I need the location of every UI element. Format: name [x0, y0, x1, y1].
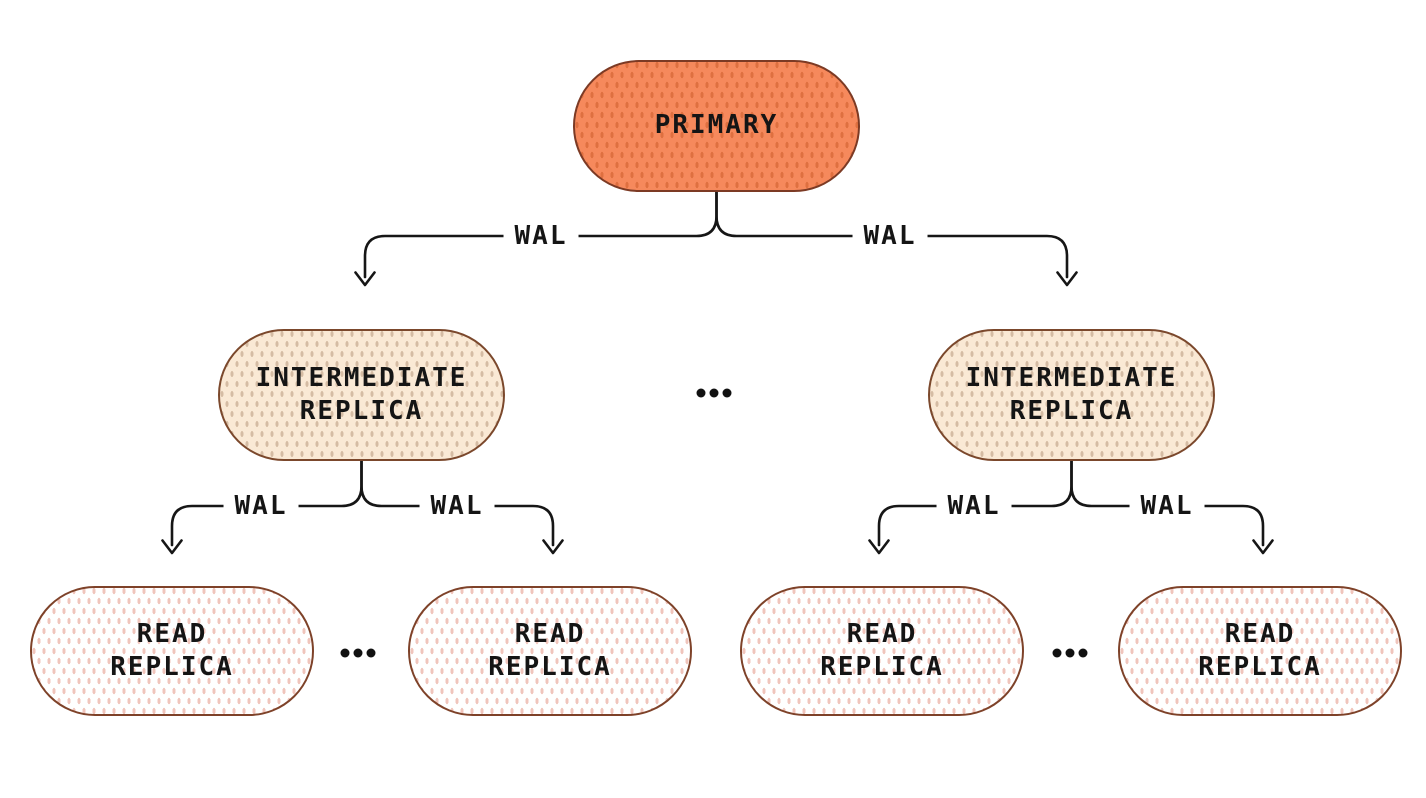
node-read-replica-2: READ REPLICA: [408, 586, 692, 716]
dot: [1065, 648, 1075, 658]
node-read-replica-4: READ REPLICA: [1118, 586, 1402, 716]
node-label-line: READ: [846, 618, 918, 649]
edge-label-wal: WAL: [936, 489, 1012, 523]
dot: [340, 648, 350, 658]
dot: [1052, 648, 1062, 658]
node-primary: PRIMARY: [573, 60, 860, 192]
node-label-line: REPLICA: [1198, 652, 1322, 682]
node-intermediate-replica-left: INTERMEDIATE REPLICA: [218, 329, 505, 461]
node-label-line: READ: [136, 618, 208, 649]
ellipsis-icon: [1052, 648, 1088, 658]
edge-label-wal: WAL: [223, 489, 299, 523]
arrowhead-icon: [868, 539, 890, 555]
edge-label-wal: WAL: [503, 219, 579, 253]
dot: [353, 648, 363, 658]
arrowhead-icon: [161, 539, 183, 555]
edge-label-wal: WAL: [1129, 489, 1205, 523]
node-label-line: REPLICA: [820, 652, 944, 682]
arrowhead-icon: [1252, 539, 1274, 555]
node-label-line: REPLICA: [110, 652, 234, 682]
node-read-replica-1: READ REPLICA: [30, 586, 314, 716]
node-label-line: REPLICA: [1009, 396, 1134, 426]
node-label-line: INTERMEDIATE: [965, 362, 1178, 393]
node-label-line: READ: [1224, 618, 1296, 649]
dot: [366, 648, 376, 658]
ellipsis-icon: [340, 648, 376, 658]
node-read-replica-3: READ REPLICA: [740, 586, 1024, 716]
dot: [722, 388, 732, 398]
dot: [709, 388, 719, 398]
node-label-line: READ: [514, 618, 586, 649]
arrowhead-icon: [354, 271, 376, 287]
node-intermediate-replica-right: INTERMEDIATE REPLICA: [928, 329, 1215, 461]
node-label-line: REPLICA: [488, 652, 612, 682]
arrowhead-icon: [1056, 271, 1078, 287]
arrowhead-icon: [542, 539, 564, 555]
node-label-line: REPLICA: [299, 396, 424, 426]
dot: [696, 388, 706, 398]
edge-label-wal: WAL: [852, 219, 928, 253]
node-label-line: INTERMEDIATE: [255, 362, 468, 393]
ellipsis-icon: [696, 388, 732, 398]
node-primary-label: PRIMARY: [654, 110, 779, 141]
edge-label-wal: WAL: [419, 489, 495, 523]
dot: [1078, 648, 1088, 658]
